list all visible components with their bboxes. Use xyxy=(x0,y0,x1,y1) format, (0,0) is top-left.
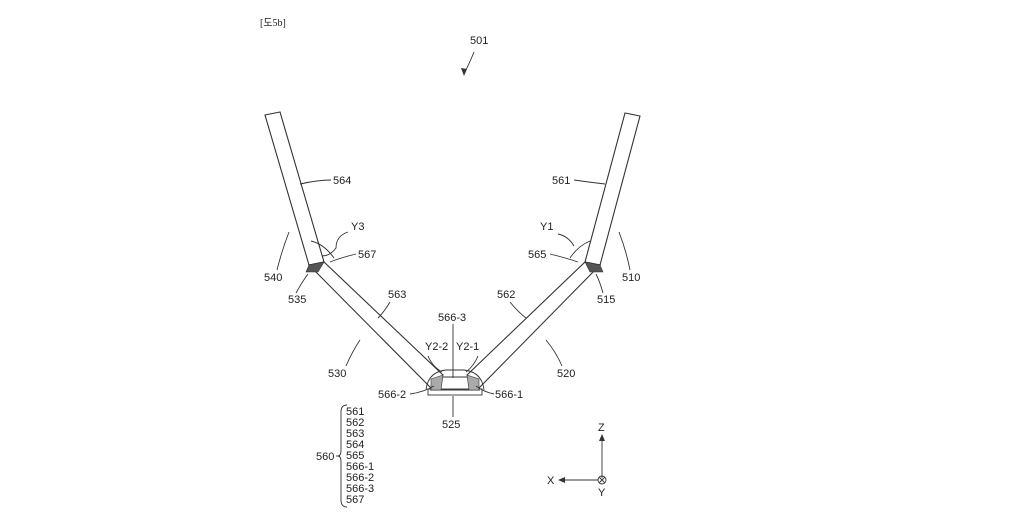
label-565: 565 xyxy=(528,249,546,261)
leader-515 xyxy=(595,273,604,294)
label-525: 525 xyxy=(442,419,460,431)
leader-561 xyxy=(573,179,606,185)
legend-item: 564 xyxy=(346,439,364,451)
leader-565 xyxy=(549,253,579,263)
label-561: 561 xyxy=(552,175,570,187)
bend-567 xyxy=(305,261,325,273)
z-axis-label: Z xyxy=(598,422,605,434)
angle-arc-y2-2 xyxy=(427,355,443,373)
leader-564 xyxy=(299,179,332,185)
label-566-2: 566-2 xyxy=(378,389,406,401)
legend-item: 565 xyxy=(346,450,364,462)
label-564: 564 xyxy=(333,175,351,187)
x-axis-label: X xyxy=(547,475,555,487)
label-562: 562 xyxy=(497,289,515,301)
angle-arc-y1 xyxy=(557,233,575,247)
legend-brace xyxy=(337,404,348,508)
bottom-base-box xyxy=(427,388,483,396)
angle-arc-y1-inner xyxy=(569,240,591,259)
legend-560: 560 561 562 563 564 565 566-1 566-2 566-… xyxy=(316,404,374,508)
y-axis-label: Y xyxy=(598,487,606,499)
leader-540 xyxy=(276,231,290,271)
label-540: 540 xyxy=(264,272,282,284)
legend-item: 562 xyxy=(346,417,364,429)
bend-566-arc xyxy=(425,369,485,391)
leader-563 xyxy=(377,301,391,319)
label-y1: Y1 xyxy=(540,221,553,233)
leader-535 xyxy=(295,273,309,294)
label-y2-2: Y2-2 xyxy=(425,341,448,353)
right-upper-arm xyxy=(584,112,641,266)
legend-item: 566-1 xyxy=(346,461,374,473)
label-566-1: 566-1 xyxy=(495,389,523,401)
label-510: 510 xyxy=(622,272,640,284)
figure-ref-arrowhead xyxy=(461,68,467,76)
coordinate-axes: Z X Y xyxy=(547,422,607,499)
y-axis-symbol xyxy=(597,475,607,485)
x-axis-arrowhead xyxy=(558,477,565,483)
leader-567 xyxy=(329,253,357,263)
label-566-3: 566-3 xyxy=(438,312,466,324)
leader-566-2 xyxy=(409,385,435,395)
label-y3: Y3 xyxy=(351,221,364,233)
angle-arc-y3-inner xyxy=(310,240,335,259)
leader-530 xyxy=(345,339,361,367)
leader-562 xyxy=(509,301,527,319)
legend-group-label: 560 xyxy=(316,451,334,463)
label-535: 535 xyxy=(288,294,306,306)
label-515: 515 xyxy=(597,294,615,306)
right-lower-arm xyxy=(466,261,602,389)
legend-item: 566-2 xyxy=(346,472,374,484)
legend-item: 566-3 xyxy=(346,483,374,495)
legend-item: 561 xyxy=(346,406,364,418)
y-axis-cross-b xyxy=(598,476,606,484)
bend-565 xyxy=(584,261,604,273)
leader-566-1 xyxy=(475,385,495,395)
angle-arc-y2-1 xyxy=(465,355,479,373)
legend-item: 567 xyxy=(346,494,364,506)
angle-arc-y3 xyxy=(321,231,349,257)
leader-520 xyxy=(545,339,563,367)
legend-item: 563 xyxy=(346,428,364,440)
label-y2-1: Y2-1 xyxy=(456,341,479,353)
label-530: 530 xyxy=(328,368,346,380)
label-567: 567 xyxy=(358,249,376,261)
leader-510 xyxy=(618,231,631,271)
label-563: 563 xyxy=(388,289,406,301)
label-520: 520 xyxy=(557,368,575,380)
figure-ref-label: 501 xyxy=(470,35,488,47)
z-axis-arrowhead xyxy=(599,434,605,441)
figure-header: [도5b] xyxy=(260,18,286,29)
